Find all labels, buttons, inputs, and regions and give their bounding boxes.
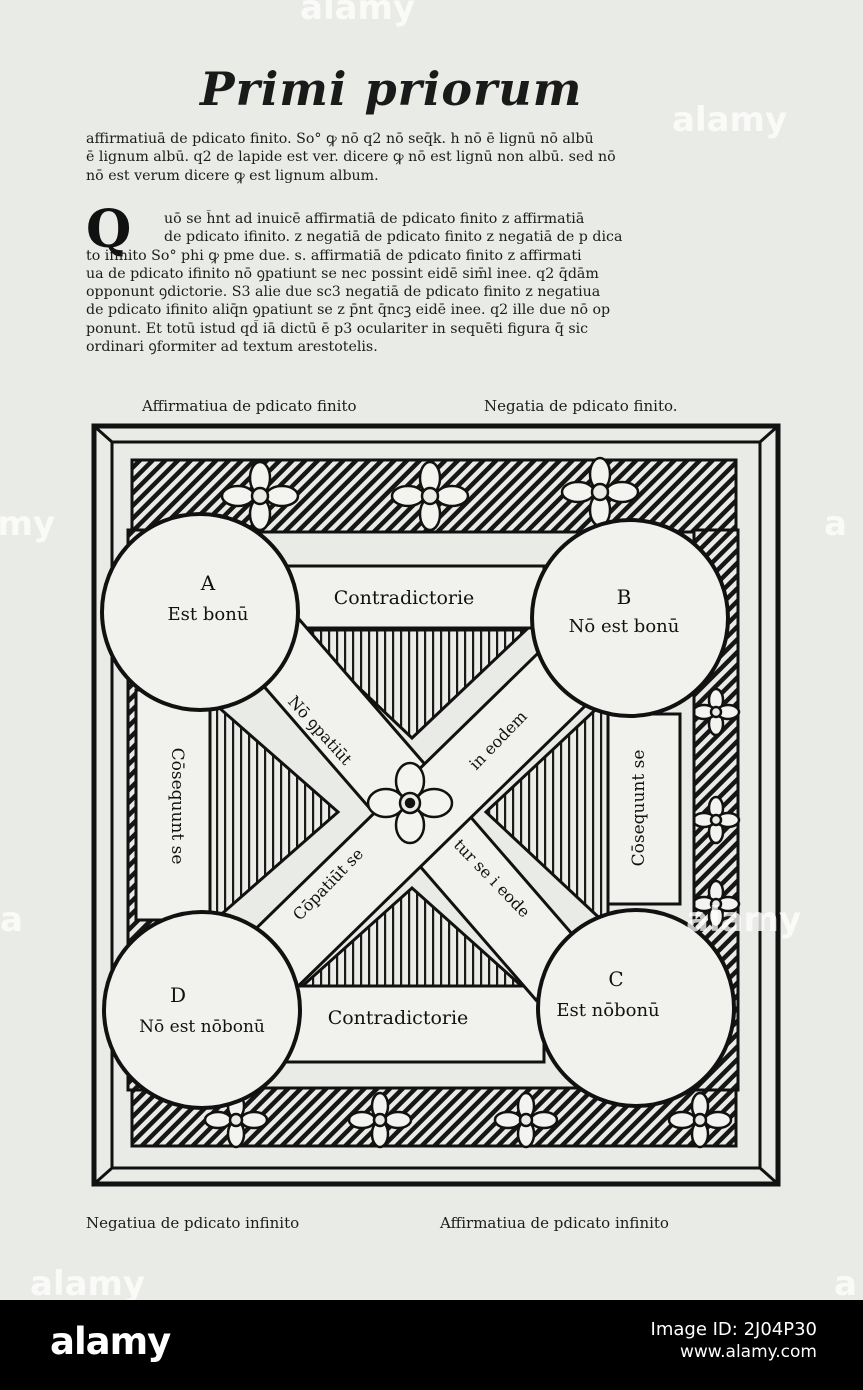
watermark: a bbox=[824, 504, 847, 544]
text-line: ordinari ꝯformiter ad textum arestotelis… bbox=[86, 339, 378, 356]
watermark: a bbox=[0, 900, 23, 940]
paragraph-2: uō se h̄nt ad inuicē affirmatiā de pdica… bbox=[86, 210, 736, 356]
caption-bottom-right: Affirmatiua de pdicato infinito bbox=[440, 1214, 669, 1232]
image-id: Image ID: 2J04P30 bbox=[650, 1319, 817, 1340]
right-band-label: Cōsequunt se bbox=[629, 750, 649, 867]
circle-d-text: Nō est nōbonū bbox=[139, 1017, 265, 1037]
right-band bbox=[606, 712, 682, 906]
square-of-opposition-diagram: A Est bonū B Nō est bonū C Est nōbonū D … bbox=[91, 423, 781, 1187]
alamy-logo: alamy bbox=[50, 1320, 171, 1363]
watermark: alamy bbox=[300, 0, 416, 28]
text-line: ua de pdicato ifinito nō ꝯpatiunt se nec… bbox=[86, 265, 599, 282]
paragraph-1: affirmatiuā de pdicato finito. So° ꝙ nō … bbox=[86, 130, 736, 185]
book-page: Primi priorum affirmatiuā de pdicato fin… bbox=[0, 0, 863, 1300]
circle-c bbox=[536, 908, 736, 1108]
text-line: to ifinito So° phi ꝙ pme due. s. affirma… bbox=[86, 247, 582, 264]
watermark: alamy bbox=[30, 1264, 146, 1300]
watermark: alamy bbox=[686, 900, 802, 940]
stock-footer: alamy Image ID: 2J04P30 www.alamy.com bbox=[0, 1300, 863, 1390]
circle-c-letter: C bbox=[608, 967, 623, 991]
decorated-initial: Q bbox=[86, 199, 132, 260]
caption-top-left: Affirmatiua de pdicato finito bbox=[142, 397, 357, 415]
watermark: alamy bbox=[0, 504, 56, 544]
circle-a bbox=[100, 512, 300, 712]
left-band-label: Cōsequunt se bbox=[167, 748, 187, 865]
circle-c-text: Est nōbonū bbox=[556, 1000, 659, 1021]
text-line: opponunt ꝯdictorie. S3 alie due sc3 nega… bbox=[86, 284, 601, 301]
circle-d bbox=[102, 910, 302, 1110]
center-rosette bbox=[366, 761, 454, 845]
circle-b bbox=[530, 518, 730, 718]
text-line: ē lignum albū. q2 de lapide est ver. dic… bbox=[86, 149, 616, 166]
text-line: nō est verum dicere ꝙ est lignum album. bbox=[86, 167, 379, 184]
circle-a-letter: A bbox=[200, 571, 216, 595]
bottom-band bbox=[280, 984, 546, 1064]
circle-b-letter: B bbox=[617, 585, 632, 609]
text-line: affirmatiuā de pdicato finito. So° ꝙ nō … bbox=[86, 131, 594, 147]
page-heading: Primi priorum bbox=[200, 62, 583, 116]
caption-top-right: Negatia de pdicato finito. bbox=[484, 397, 678, 415]
left-band bbox=[134, 688, 212, 922]
text-line: ponunt. Et totū istud qd̄ iā dictū ē p3 … bbox=[86, 320, 589, 337]
caption-bottom-left: Negatiua de pdicato infinito bbox=[86, 1214, 300, 1232]
footer-info: Image ID: 2J04P30 www.alamy.com bbox=[651, 1318, 817, 1364]
text-line: de pdicato ifinito aliq̄n ꝯpatiunt se z … bbox=[86, 302, 611, 319]
circle-d-letter: D bbox=[170, 983, 186, 1007]
circle-b-text: Nō est bonū bbox=[569, 616, 680, 637]
top-band-label: Contradictorie bbox=[334, 587, 475, 609]
circle-a-text: Est bonū bbox=[168, 604, 249, 625]
bottom-band-label: Contradictorie bbox=[328, 1007, 469, 1029]
watermark: alamy bbox=[672, 100, 788, 140]
site-url: www.alamy.com bbox=[679, 1342, 817, 1362]
text-line: de pdicato ifinito. z negatiā de pdicato… bbox=[164, 229, 623, 246]
text-line: uō se h̄nt ad inuicē affirmatiā de pdica… bbox=[164, 211, 585, 227]
watermark: a bbox=[834, 1264, 857, 1300]
